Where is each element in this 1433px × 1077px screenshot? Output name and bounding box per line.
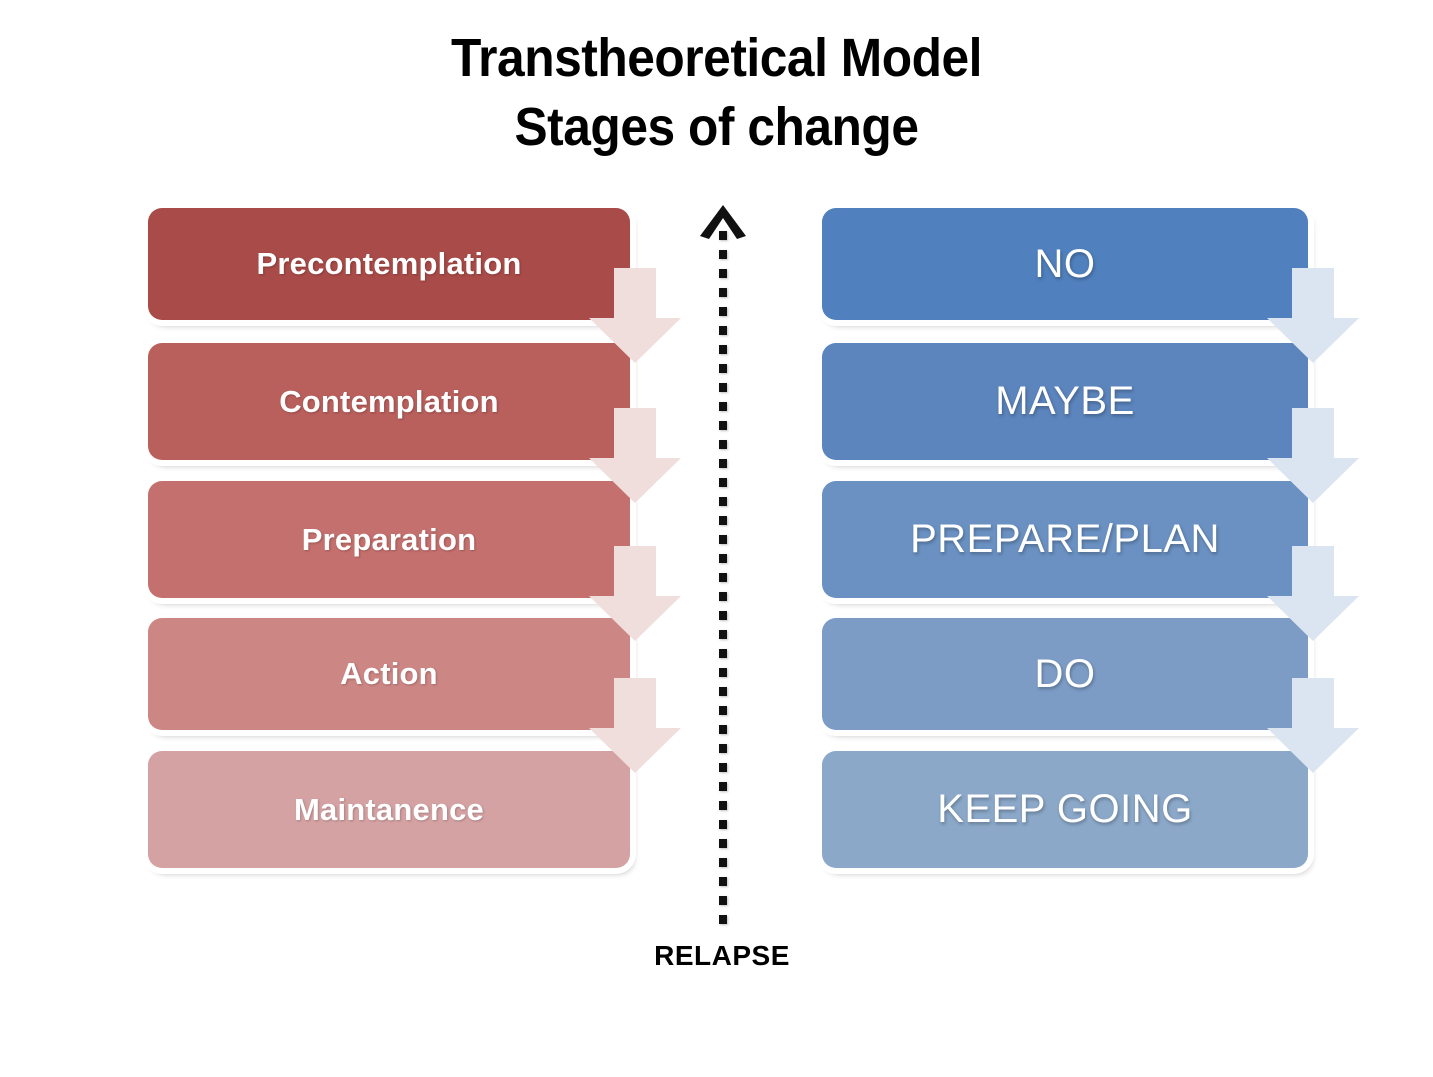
stage-box-label: DO [1034, 651, 1096, 696]
stage-box-label: PREPARE/PLAN [910, 517, 1220, 561]
stage-box-label: Contemplation [279, 383, 499, 419]
stage-box-label: Precontemplation [256, 246, 522, 281]
relapse-label: RELAPSE [654, 940, 790, 971]
stage-box-label: NO [1034, 241, 1096, 286]
stage-box-label: Preparation [301, 521, 477, 557]
stage-box-preparation[interactable]: Preparation [148, 481, 630, 598]
stage-box-contemplation[interactable]: Contemplation [148, 343, 630, 460]
relapse-arrow [688, 205, 758, 985]
stage-box-prepare-plan[interactable]: PREPARE/PLAN [822, 481, 1308, 598]
stage-box-maintanence[interactable]: Maintanence [148, 751, 630, 868]
stage-box-label: MAYBE [995, 379, 1135, 423]
stage-box-maybe[interactable]: MAYBE [822, 343, 1308, 460]
stage-box-no[interactable]: NO [822, 208, 1308, 320]
stage-box-do[interactable]: DO [822, 618, 1308, 730]
stage-box-action[interactable]: Action [148, 618, 630, 730]
stage-box-label: Maintanence [294, 791, 484, 827]
stage-box-precontemplation[interactable]: Precontemplation [148, 208, 630, 320]
title-line-2: Stages of change [514, 97, 919, 158]
stage-box-label: KEEP GOING [937, 787, 1193, 831]
stages-of-change-column: Precontemplation Contemplation Preparati… [140, 0, 740, 1077]
arrow-up-icon [699, 205, 747, 239]
title-line-1: Transtheoretical Model [451, 28, 982, 88]
stage-box-keep-going[interactable]: KEEP GOING [822, 751, 1308, 868]
page-title: Transtheoretical Model Stages of change [57, 24, 1375, 162]
plain-language-column: NO MAYBE PREPARE/PLAN DO KEEP GOING [814, 0, 1414, 1077]
relapse-dotted-line [719, 231, 727, 931]
stage-box-label: Action [340, 656, 438, 691]
